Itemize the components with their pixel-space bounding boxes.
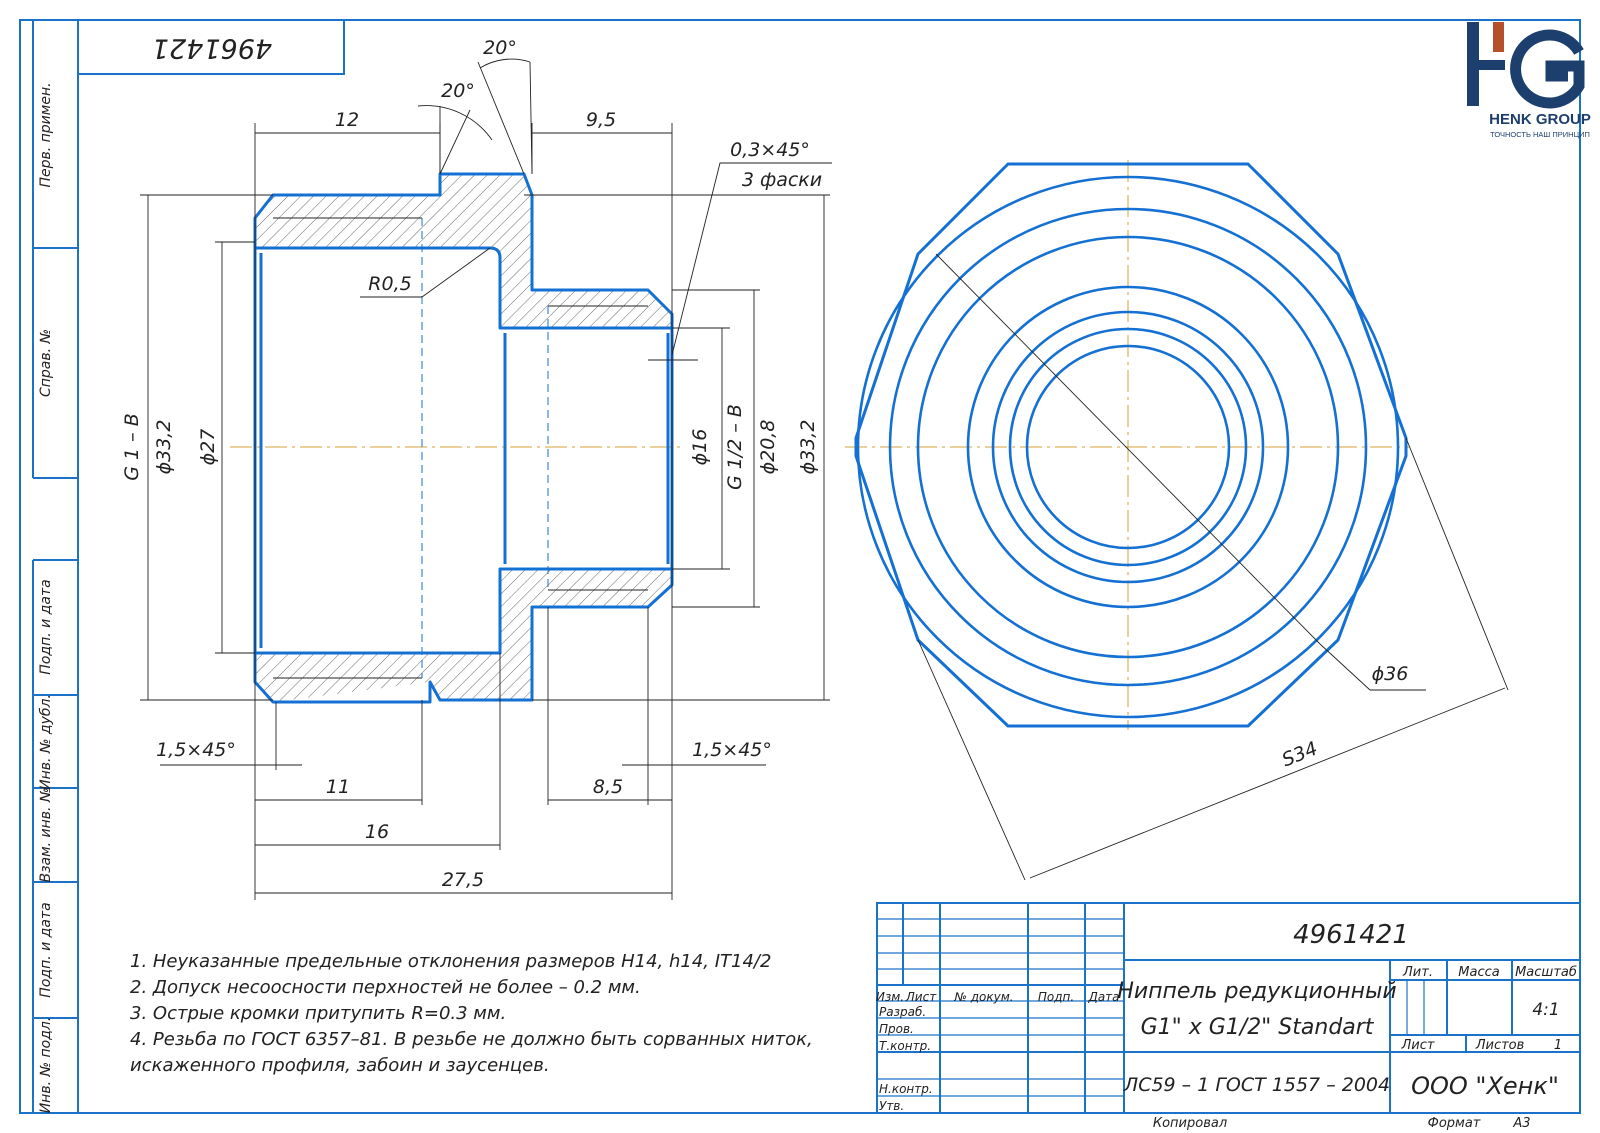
note-1: 1. Неуказанные предельные отклонения раз… [130,951,771,972]
bore-upper [255,246,672,330]
strip-label-perv: Перв. примен. [38,82,54,187]
dim-d33-2-left: ϕ33,2 [153,420,175,475]
tb-sheets: Листов [1475,1038,1525,1053]
tb-format: Формат [1428,1116,1481,1131]
bore-lower [255,567,672,655]
tb-col-data: Дата [1087,990,1119,1004]
tb-sheets-count: 1 [1554,1038,1562,1053]
angle-mid: 20° [441,80,475,102]
tb-name-2: G1" x G1/2" Standart [1141,1015,1375,1040]
dim-16-length: 16 [365,821,389,843]
rotated-number-box: 4961421 [78,20,345,75]
henk-group-logo: HENK GROUP ТОЧНОСТЬ НАШ ПРИНЦИП [1467,22,1591,139]
dim-8-5: 8,5 [593,776,623,798]
chamfer-right-label: 1,5×45° [692,739,772,761]
title-block: 4961421 Ниппель редукционный G1" x G1/2"… [876,902,1581,1114]
note-4-cont: искаженного профиля, забоин и заусенцев. [130,1055,550,1076]
logo-accent [1493,22,1504,52]
logo-g [1510,29,1585,109]
tb-col-izm: Изм. [876,990,904,1004]
dim-d16: ϕ16 [689,429,711,466]
tb-row-prov: Пров. [879,1022,914,1036]
strip-label-vzam: Взам. инв. № [38,787,54,882]
dim-12: 12 [335,109,359,131]
dim-d27: ϕ27 [197,429,219,466]
strip-label-sprav: Справ. № [38,329,54,397]
tb-name-1: Ниппель редукционный [1117,979,1396,1004]
chamfer-count: 3 фаски [742,169,822,191]
tb-masshtab: Масштаб [1515,965,1577,980]
tb-company: ООО "Хенк" [1411,1072,1559,1100]
strip-label-inv-dubl: Инв. № дубл. [38,694,54,790]
logo-tagline: ТОЧНОСТЬ НАШ ПРИНЦИП [1490,130,1590,139]
side-strip: Перв. примен. Справ. № Подп. и дата Инв.… [32,20,78,1114]
strip-label-podp1: Подп. и дата [38,579,54,674]
tb-massa: Масса [1458,965,1499,980]
hatch-top [255,174,672,328]
tb-row-tkontr: Т.контр. [879,1039,931,1053]
note-3: 3. Острые кромки притупить R=0.3 мм. [130,1003,506,1024]
chamfer-left-label: 1,5×45° [156,739,236,761]
dim-11: 11 [326,776,350,798]
strip-label-podp2: Подп. и дата [38,902,54,997]
chamfer-note: 0,3×45° [730,139,810,161]
hatch-bottom [255,569,672,702]
tb-row-razrab: Разраб. [879,1005,926,1019]
dim-d20-8: ϕ20,8 [757,420,779,475]
tb-copied: Копировал [1153,1116,1227,1131]
rotated-drawing-number: 4961421 [152,33,272,64]
angle-top: 20° [483,37,517,59]
hex-outline [854,162,1408,728]
tb-material: ЛС59 – 1 ГОСТ 1557 – 2004 [1123,1074,1390,1096]
dim-g12b: G 1/2 – B [724,404,746,490]
radius-label: R0,5 [368,273,411,295]
inner-frame [77,19,1581,1114]
section-view: 12 9,5 11 8,5 16 27,5 1,5×45° 1,5×45° G … [121,37,832,900]
tb-lit: Лит. [1402,965,1433,980]
part-outline [253,172,674,704]
note-4: 4. Резьба по ГОСТ 6357–81. В резьбе не д… [130,1029,813,1050]
tb-number: 4961421 [1293,920,1409,950]
tb-row-nkontr: Н.контр. [879,1082,933,1096]
strip-label-inv-podl: Инв. № подл. [38,1017,54,1114]
tb-format-value: А3 [1512,1116,1530,1131]
dim-27-5: 27,5 [442,869,484,891]
tb-col-doc: № докум. [953,990,1013,1004]
logo-h-bar [1467,60,1505,70]
ring-36 [856,175,1400,719]
dim-s34: S34 [1279,737,1321,771]
technical-notes: 1. Неуказанные предельные отклонения раз… [130,951,813,1076]
tb-col-list: Лист [905,990,937,1004]
end-view: ϕ36 S34 [845,160,1509,881]
tb-col-podp: Подп. [1038,990,1074,1004]
dim-9-5: 9,5 [586,109,616,131]
dim-g1b: G 1 – B [121,413,143,480]
tb-row-utv: Утв. [879,1099,904,1113]
dim-d36: ϕ36 [1372,663,1409,685]
tb-sheet: Лист [1401,1038,1435,1053]
note-2: 2. Допуск несоосности перхностей не боле… [130,977,641,998]
dim-d33-2-right: ϕ33,2 [797,420,819,475]
tb-scale: 4:1 [1532,1000,1559,1020]
logo-company: HENK GROUP [1489,111,1591,128]
